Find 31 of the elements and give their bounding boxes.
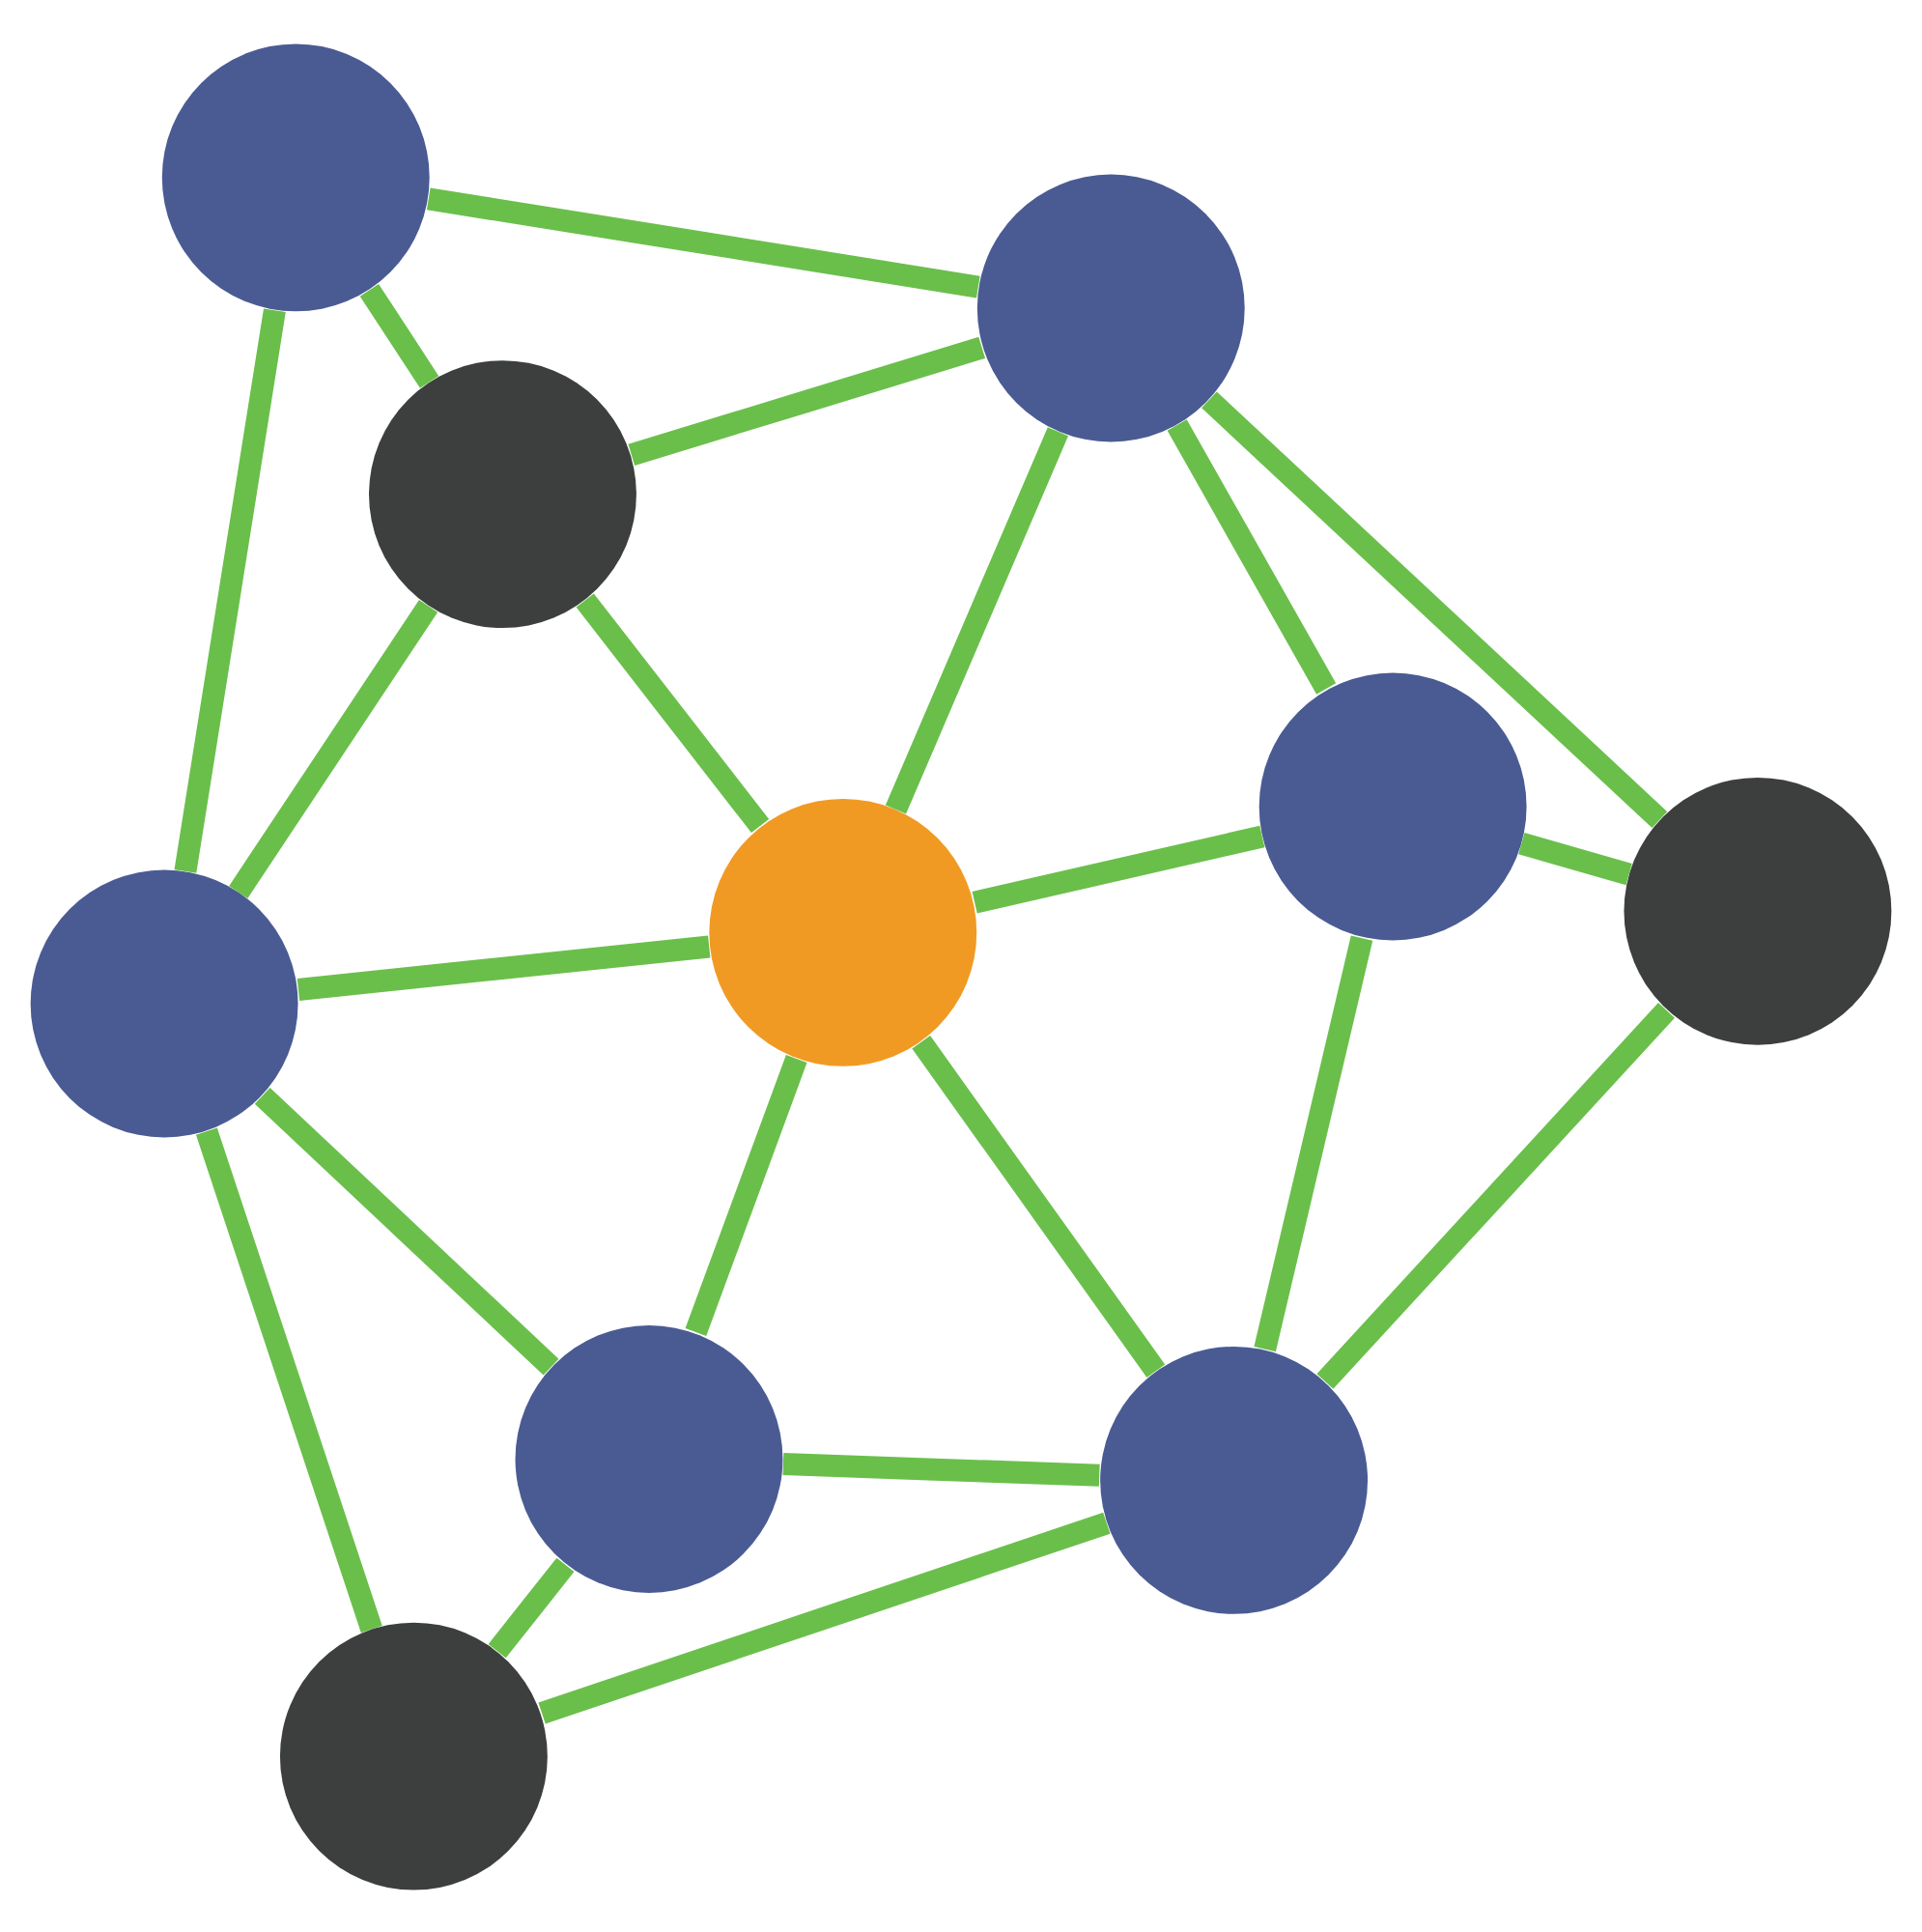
node-circle (976, 173, 1245, 441)
connector (1201, 390, 1668, 828)
connector (426, 186, 980, 298)
node-circle (515, 1324, 783, 1592)
node-circle (369, 359, 636, 628)
node-circle (161, 43, 430, 311)
node-circle (30, 868, 298, 1137)
connector (1316, 1002, 1675, 1388)
connector (359, 283, 439, 387)
connector (254, 1087, 559, 1375)
connector (229, 599, 438, 897)
node-circle (1100, 1345, 1369, 1613)
node-circle (709, 797, 977, 1065)
connector (912, 1035, 1166, 1377)
connector (628, 335, 986, 465)
connector (972, 824, 1265, 913)
connector (488, 1556, 575, 1658)
connector (885, 426, 1069, 813)
node-circle (1258, 671, 1527, 940)
connector (782, 1451, 1100, 1486)
connector (297, 934, 711, 1000)
connector (538, 1511, 1111, 1723)
node-circle (1624, 776, 1892, 1044)
connector (1254, 934, 1373, 1351)
connector (174, 307, 286, 872)
connector (1518, 832, 1632, 885)
node-circle (279, 1621, 548, 1889)
connector (576, 592, 770, 833)
connector (685, 1053, 807, 1336)
connector (1167, 418, 1337, 694)
connector (195, 1126, 382, 1633)
